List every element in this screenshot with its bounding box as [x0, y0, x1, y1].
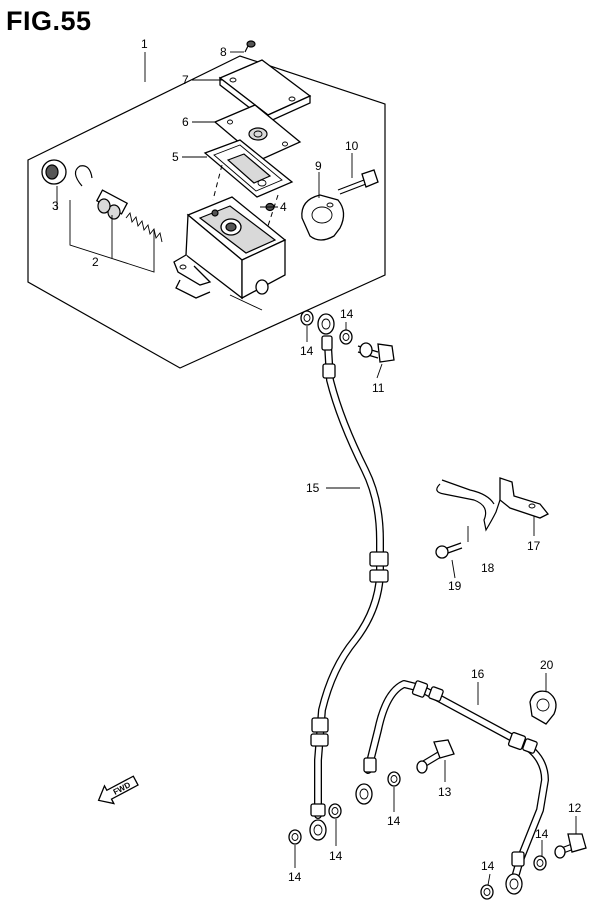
part-14-washer-e: [480, 884, 494, 900]
part-16-brake-hose: [355, 680, 549, 895]
callout-13: 13: [438, 785, 452, 799]
callout-9: 9: [315, 159, 322, 173]
callout-8: 8: [220, 45, 227, 59]
part-10-bolt: [337, 169, 379, 195]
callout-1: 1: [141, 37, 148, 51]
part-2-spring: [125, 211, 163, 243]
callout-3: 3: [52, 199, 59, 213]
leader-lines: [56, 51, 577, 886]
part-18-wire-clamp: [436, 479, 501, 532]
callout-14-mid: 14: [387, 814, 401, 828]
part-5-diaphragm: [203, 139, 294, 198]
callout-12: 12: [568, 801, 582, 815]
part-14-washer-upper-left: [300, 310, 314, 326]
callout-2: 2: [92, 255, 99, 269]
part-11-union-bolt: [357, 342, 395, 363]
callout-14-center: 14: [329, 849, 343, 863]
part-3-boot: [41, 159, 67, 185]
part-15-brake-hose: [309, 313, 389, 841]
callout-14-right: 14: [535, 827, 549, 841]
part-9-clamp: [301, 194, 345, 241]
callout-11: 11: [372, 381, 385, 395]
callouts: 1 2 3 4 5 6 7 8 9 10 11 12 13 14 14 14 1…: [52, 37, 582, 884]
callout-17: 17: [527, 539, 541, 553]
callout-7: 7: [182, 73, 189, 87]
callout-14-left: 14: [288, 870, 302, 884]
part-8-screw: [244, 40, 256, 53]
master-cylinder-body: [173, 196, 287, 311]
callout-10: 10: [345, 139, 359, 153]
callout-15: 15: [306, 481, 320, 495]
part-14-washer-upper-right: [339, 329, 353, 345]
part-14-washer-b: [328, 803, 342, 819]
callout-19: 19: [448, 579, 462, 593]
part-2-piston: [95, 189, 129, 220]
callout-20: 20: [540, 658, 554, 672]
part-13-bolt: [416, 739, 455, 774]
callout-18: 18: [481, 561, 495, 575]
part-12-bolt: [554, 833, 587, 859]
figure-title: FIG.55: [6, 6, 92, 36]
callout-5: 5: [172, 150, 179, 164]
fwd-arrow: FWD: [97, 775, 139, 805]
callout-6: 6: [182, 115, 189, 129]
callout-14-upper-left: 14: [300, 344, 314, 358]
callout-4: 4: [280, 200, 287, 214]
part-14-washer-d: [533, 855, 547, 871]
part-20-clip: [529, 690, 557, 725]
callout-14-upper-right: 14: [340, 307, 354, 321]
part-14-washer-c: [288, 829, 302, 845]
assembly-boundary: [27, 55, 386, 369]
callout-16: 16: [471, 667, 485, 681]
part-17-bracket: [499, 477, 550, 519]
callout-bracket-2: [69, 200, 155, 273]
part-14-washer-a: [387, 771, 401, 787]
part-circlip: [74, 165, 93, 187]
callout-14-bottom: 14: [481, 859, 495, 873]
part-19-bolt: [435, 542, 463, 559]
